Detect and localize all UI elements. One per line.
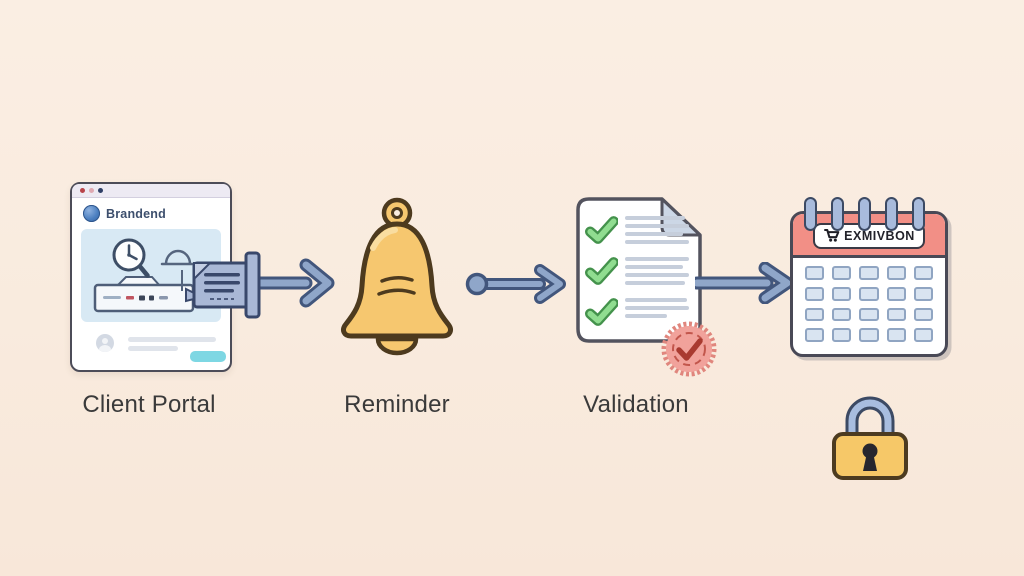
cta-button <box>190 351 226 362</box>
step-label-client-portal: Client Portal <box>82 391 216 418</box>
calendar-cell <box>913 307 933 322</box>
calendar-cell <box>886 307 906 322</box>
text-lines <box>625 296 689 318</box>
checked-item <box>585 214 693 244</box>
ring-icon <box>885 197 898 231</box>
avatar-icon <box>96 334 114 352</box>
flow-arrow-1-icon <box>253 258 335 308</box>
calendar-cell <box>805 328 825 342</box>
calendar-cell <box>913 286 933 301</box>
fax-document-icon <box>185 251 261 319</box>
calendar-cell <box>832 266 852 280</box>
flow-arrow-3-icon <box>695 262 794 304</box>
ring-icon <box>831 197 844 231</box>
calendar-cell <box>886 266 906 280</box>
brand-name: Brandend <box>106 206 166 221</box>
window-dot-icon <box>98 188 103 193</box>
calendar-cell <box>886 286 906 301</box>
checked-item <box>585 296 693 326</box>
padlock-icon <box>832 396 908 480</box>
approved-stamp-icon <box>661 321 717 377</box>
calendar-cell <box>805 307 825 322</box>
printer-icon <box>93 276 195 313</box>
flow-arrow-2-icon <box>465 264 566 304</box>
ring-icon <box>858 197 871 231</box>
text-line <box>128 337 216 342</box>
cart-glyph-icon <box>824 228 840 242</box>
calendar-cell <box>886 328 906 342</box>
text-lines <box>625 255 689 285</box>
calendar-cell <box>832 286 852 301</box>
brand-logo-icon <box>83 205 100 222</box>
checked-item <box>585 255 693 285</box>
text-lines <box>625 214 689 244</box>
calendar-rings <box>790 197 948 233</box>
window-dot-icon <box>89 188 94 193</box>
text-line <box>128 346 178 351</box>
calendar-cell <box>859 286 879 301</box>
calendar-grid <box>805 266 933 342</box>
calendar-cell <box>859 266 879 280</box>
bell-outline-icon <box>160 249 196 291</box>
portal-illustration <box>93 238 196 313</box>
calendar-header-label: EXMIVBON <box>844 228 915 243</box>
send-attachment-group <box>185 251 335 319</box>
calendar-cell <box>832 307 852 322</box>
calendar-cell <box>805 286 825 301</box>
calendar-cell <box>859 328 879 342</box>
step-label-validation: Validation <box>583 391 689 418</box>
window-titlebar <box>72 184 230 198</box>
ring-icon <box>912 197 925 231</box>
calendar-cell <box>913 266 933 280</box>
calendar-icon: EXMIVBON <box>790 197 948 357</box>
reminder-bell-icon <box>341 197 453 356</box>
window-dot-icon <box>80 188 85 193</box>
step-label-reminder: Reminder <box>344 391 450 418</box>
calendar-cell <box>832 328 852 342</box>
green-check-icon <box>585 257 618 285</box>
calendar-cell <box>859 307 879 322</box>
calendar-cell <box>913 328 933 342</box>
calendar-cell <box>805 266 825 280</box>
brand-header: Brandend <box>83 205 166 222</box>
green-check-icon <box>585 298 618 326</box>
green-check-icon <box>585 216 618 244</box>
clock-magnifier-icon <box>112 238 150 278</box>
ring-icon <box>804 197 817 231</box>
